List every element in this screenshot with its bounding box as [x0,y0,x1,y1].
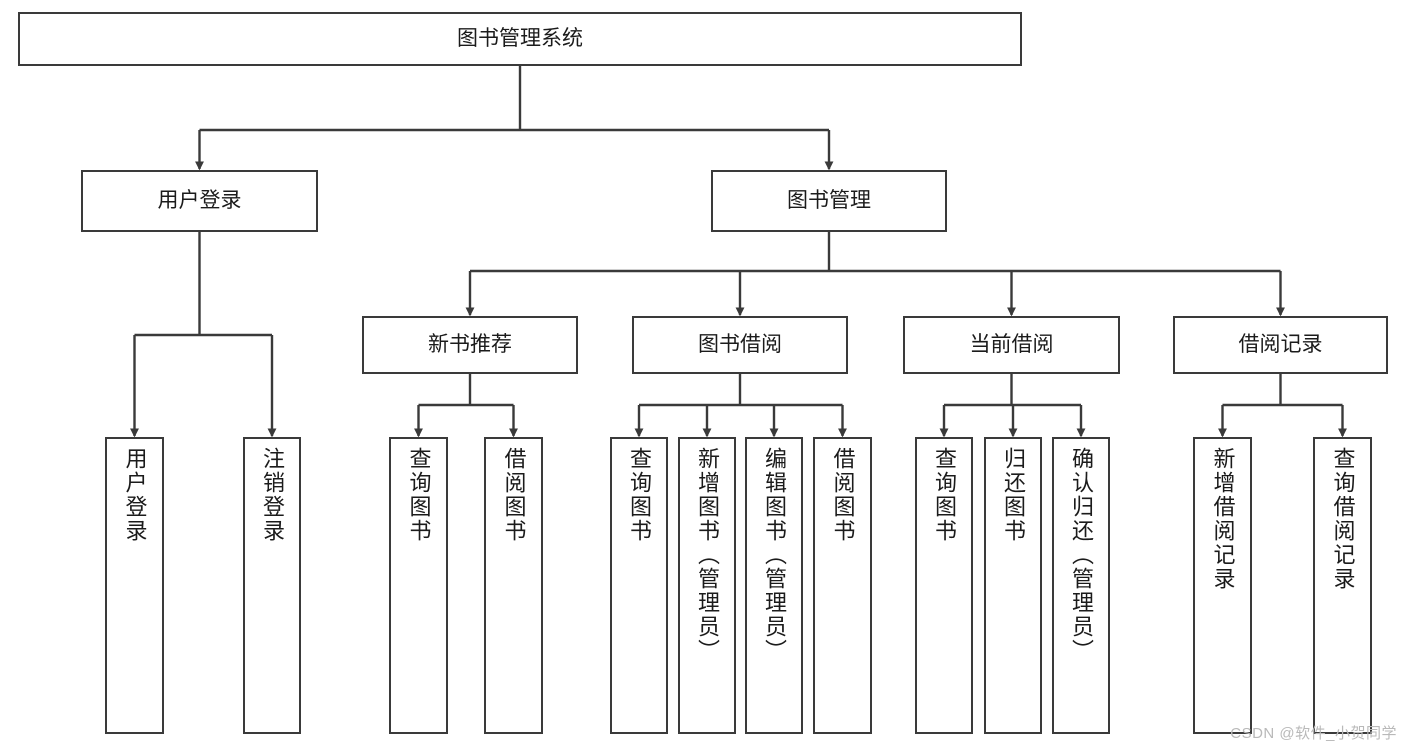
node-label: 查询图书 [932,447,957,543]
node-label: 新增图书（管理员） [695,447,720,663]
node-l3-book-borrow[interactable]: 图书借阅 [632,316,848,374]
node-label: 借阅图书 [830,447,856,543]
node-label: 确认归还（管理员） [1069,447,1094,663]
csdn-watermark: CSDN @软件_小贺同学 [1230,725,1397,742]
node-label: 图书借阅 [698,332,782,356]
node-label: 用户登录 [157,188,242,212]
node-l4-return-book[interactable]: 归还图书 [984,437,1042,734]
node-label: 查询图书 [627,447,652,543]
node-label: 借阅记录 [1238,332,1323,356]
node-label: 新增借阅记录 [1210,447,1236,591]
node-label: 查询借阅记录 [1330,447,1356,591]
node-l4-query-book-b[interactable]: 查询图书 [610,437,668,734]
node-l4-user-login[interactable]: 用户登录 [105,437,164,734]
node-label: 借阅图书 [501,447,527,543]
node-root[interactable]: 图书管理系统 [18,12,1022,66]
node-l2-book-manage[interactable]: 图书管理 [711,170,947,232]
node-l4-query-book-c[interactable]: 查询图书 [915,437,973,734]
node-label: 注销登录 [260,447,285,543]
node-label: 归还图书 [1001,447,1026,543]
node-l4-query-record[interactable]: 查询借阅记录 [1313,437,1372,734]
node-l3-new-book-rec[interactable]: 新书推荐 [362,316,578,374]
node-label: 新书推荐 [428,332,512,356]
node-l4-edit-book[interactable]: 编辑图书（管理员） [745,437,803,734]
node-label: 查询图书 [406,447,432,543]
node-label: 用户登录 [122,447,148,543]
node-label: 图书管理系统 [457,26,583,50]
node-l2-user-login[interactable]: 用户登录 [81,170,318,232]
node-l4-query-book-a[interactable]: 查询图书 [389,437,448,734]
node-label: 当前借阅 [969,332,1054,356]
node-label: 图书管理 [787,188,871,212]
node-label: 编辑图书（管理员） [762,447,787,663]
node-l4-borrow-book-b[interactable]: 借阅图书 [813,437,872,734]
node-l4-borrow-book-a[interactable]: 借阅图书 [484,437,543,734]
node-l4-add-record[interactable]: 新增借阅记录 [1193,437,1252,734]
node-l4-logout[interactable]: 注销登录 [243,437,301,734]
node-l3-current-borrow[interactable]: 当前借阅 [903,316,1120,374]
node-l4-add-book[interactable]: 新增图书（管理员） [678,437,736,734]
node-l4-confirm-return[interactable]: 确认归还（管理员） [1052,437,1110,734]
node-l3-borrow-record[interactable]: 借阅记录 [1173,316,1388,374]
